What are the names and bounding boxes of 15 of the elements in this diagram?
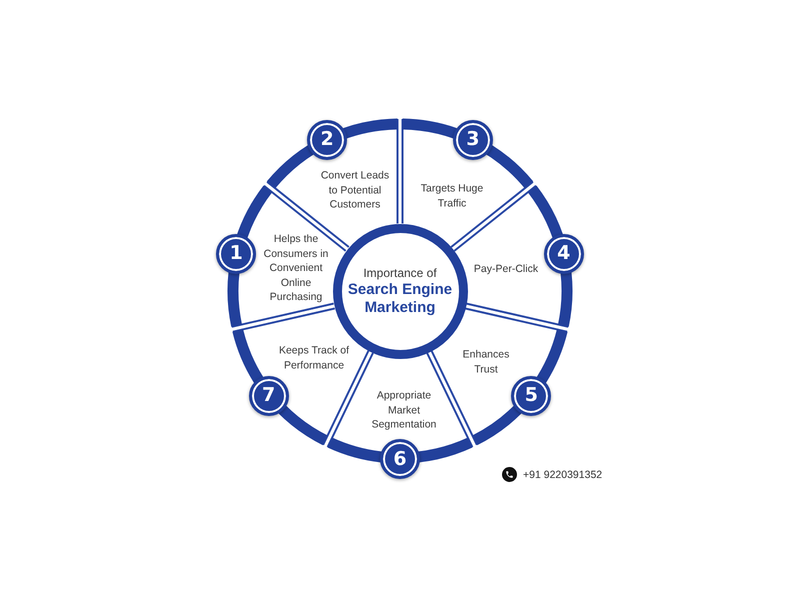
- segment-label: Helps the Consumers in Convenient Online Purchasing: [262, 232, 330, 304]
- wheel-segment: [401, 118, 535, 248]
- number-badge: 1: [216, 234, 256, 274]
- wheel-segment: [265, 118, 399, 248]
- segment-label: Pay-Per-Click: [474, 262, 538, 276]
- segment-label: Appropriate Market Segmentation: [370, 388, 438, 432]
- hub-subtitle: Importance of: [363, 265, 437, 281]
- segment-label: Keeps Track of Performance: [278, 344, 350, 372]
- number-badge: 6: [380, 439, 420, 479]
- segment-label: Enhances Trust: [462, 348, 510, 376]
- hub-title: Search Engine Marketing: [346, 281, 454, 317]
- segment-label: Convert Leads to Potential Customers: [320, 168, 390, 212]
- number-badge: 4: [544, 234, 584, 274]
- segment-label: Targets Huge Traffic: [420, 182, 484, 210]
- phone-number: +91 9220391352: [523, 468, 602, 480]
